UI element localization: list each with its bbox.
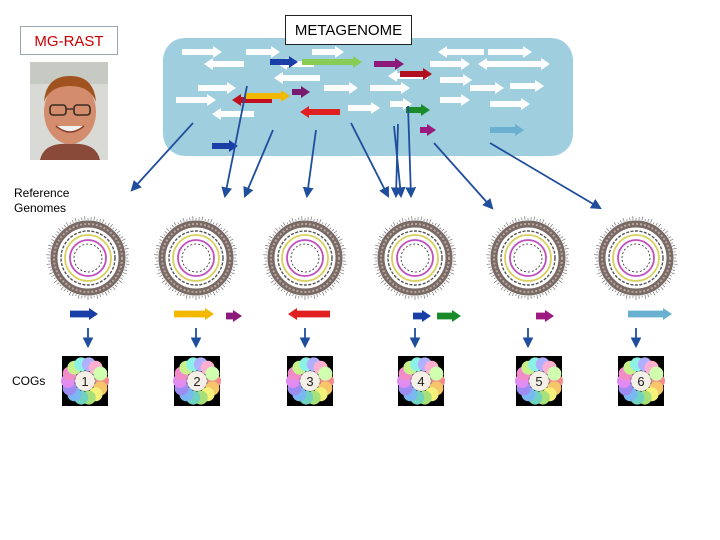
cogs-label: COGs — [12, 374, 46, 388]
cog-wheels: 1 2 3 4 5 6 — [61, 356, 665, 406]
link-arrows — [130, 85, 602, 210]
cog-wheel: 6 — [617, 356, 665, 406]
reference-label-line1: Reference — [14, 186, 70, 200]
gene-arrow — [520, 58, 550, 70]
genome-circles — [46, 216, 678, 300]
gene-arrow — [246, 90, 290, 102]
gene-arrow — [470, 82, 504, 94]
gene-arrow — [348, 102, 380, 114]
genome-marker-arrow — [288, 308, 330, 320]
genome-circle — [46, 216, 130, 300]
cog-wheel: 2 — [173, 356, 221, 406]
cog-number: 1 — [81, 374, 88, 389]
gene-arrow — [198, 82, 236, 94]
gene-arrow — [292, 86, 310, 98]
gene-arrow — [406, 104, 430, 116]
cog-wheel: 3 — [286, 356, 334, 406]
gene-arrow — [478, 58, 522, 70]
link-arrow — [393, 125, 406, 199]
gene-arrow — [212, 140, 238, 152]
gene-arrow — [400, 68, 432, 80]
gene-arrow — [176, 94, 216, 106]
gene-arrow — [490, 124, 524, 136]
link-arrow — [433, 142, 494, 210]
reference-genomes-label: Reference Genomes — [14, 186, 69, 216]
metagenome-label: METAGENOME — [285, 15, 412, 45]
genome-markers — [70, 308, 672, 349]
gene-arrow — [182, 46, 222, 58]
cog-number: 6 — [637, 374, 644, 389]
genome-marker-arrow — [413, 310, 431, 322]
link-arrow — [130, 122, 194, 192]
link-arrow — [350, 122, 389, 198]
cog-wheel: 5 — [515, 356, 563, 406]
link-arrow — [489, 142, 602, 210]
link-arrow — [243, 129, 274, 198]
reference-label-line2: Genomes — [14, 201, 67, 215]
genome-circle — [373, 216, 457, 300]
gene-arrows — [176, 46, 550, 152]
genome-marker-arrow — [536, 310, 554, 322]
gene-arrow — [438, 46, 484, 58]
genome-marker-arrow — [437, 310, 461, 322]
gene-arrow — [324, 82, 358, 94]
cog-number: 2 — [193, 374, 200, 389]
genome-circle — [486, 216, 570, 300]
metagenome-cloud — [163, 38, 573, 156]
gene-arrow — [490, 98, 530, 110]
gene-arrow — [488, 46, 532, 58]
gene-arrow — [300, 106, 340, 118]
gene-arrow — [440, 74, 472, 86]
cog-number: 5 — [535, 374, 542, 389]
gene-arrow — [510, 80, 544, 92]
gene-arrow — [204, 58, 244, 70]
cog-wheel: 4 — [397, 356, 445, 406]
gene-arrow — [270, 56, 298, 68]
link-arrow — [221, 85, 248, 199]
gene-arrow — [370, 82, 410, 94]
gene-arrow — [246, 46, 280, 58]
cog-number: 4 — [417, 374, 424, 389]
genome-marker-arrow — [628, 308, 672, 320]
genome-marker-arrow — [226, 310, 242, 322]
mg-rast-label: MG-RAST — [20, 26, 118, 55]
link-arrow — [405, 105, 417, 199]
gene-arrow — [212, 108, 254, 120]
link-arrow — [302, 129, 317, 199]
genome-circle — [594, 216, 678, 300]
gene-arrow — [274, 72, 320, 84]
gene-arrow — [440, 94, 470, 106]
gene-arrow — [374, 58, 404, 70]
genome-circle — [154, 216, 238, 300]
genome-circle — [263, 216, 347, 300]
gene-arrow — [312, 46, 344, 58]
author-photo — [30, 62, 108, 160]
gene-arrow — [302, 56, 362, 68]
cog-wheel: 1 — [61, 356, 109, 406]
cog-number: 3 — [306, 374, 313, 389]
genome-marker-arrow — [174, 308, 214, 320]
gene-arrow — [430, 58, 470, 70]
gene-arrow — [420, 124, 436, 136]
genome-marker-arrow — [70, 308, 98, 320]
